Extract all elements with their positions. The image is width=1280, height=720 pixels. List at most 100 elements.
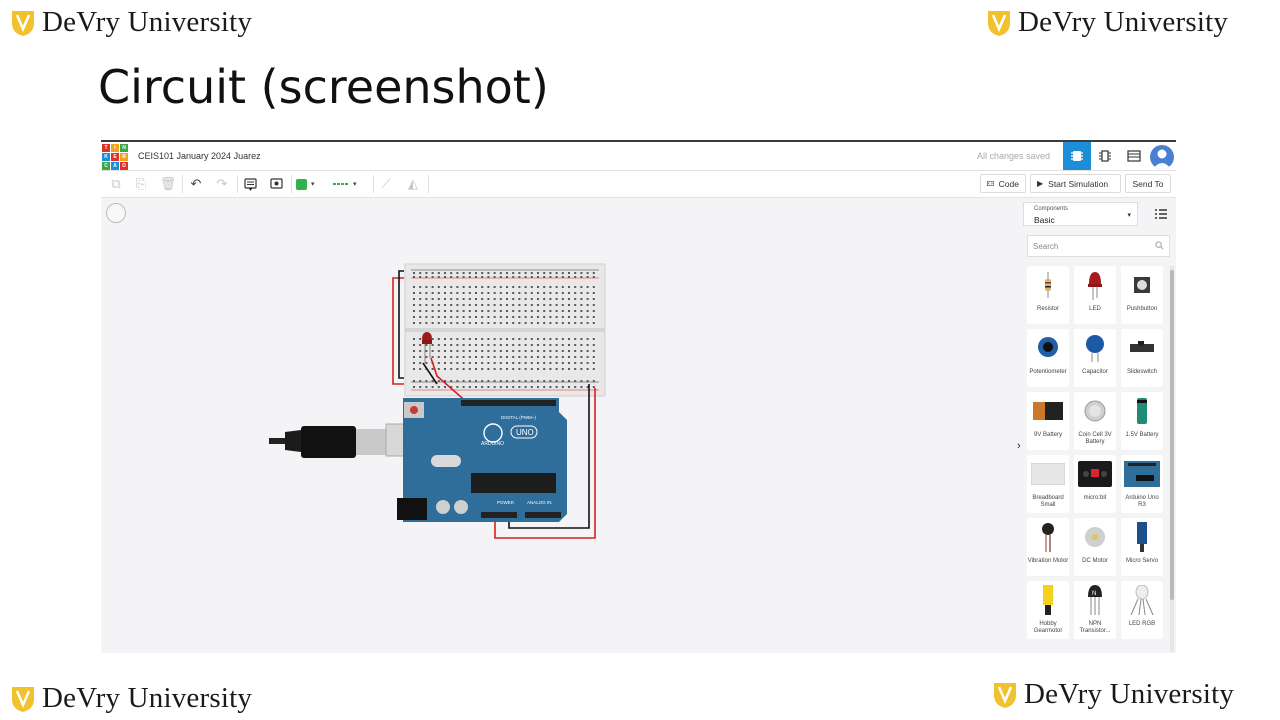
project-title[interactable]: CEIS101 January 2024 Juarez	[138, 151, 261, 161]
delete-icon[interactable]: 🗑	[159, 176, 177, 191]
collapse-panel-icon[interactable]: ›	[1017, 440, 1021, 452]
component-card[interactable]: Slideswitch	[1121, 329, 1163, 387]
component-icon	[1121, 583, 1163, 617]
undo-icon[interactable]: ↶	[190, 176, 202, 191]
component-label: Breadboard Small	[1032, 495, 1064, 508]
component-card[interactable]: Resistor	[1027, 266, 1069, 324]
component-card[interactable]: LED RGB	[1121, 581, 1163, 639]
component-card[interactable]: 1.5V Battery	[1121, 392, 1163, 450]
list-view-icon[interactable]	[1154, 208, 1168, 220]
board-power-label: POWER	[497, 500, 515, 505]
devry-shield-icon	[12, 686, 34, 712]
component-card[interactable]: Hobby Gearmotor	[1027, 581, 1069, 639]
chevron-down-icon: ▾	[311, 181, 315, 188]
component-label: NPN Transistor...	[1079, 621, 1111, 634]
slide-title: Circuit (screenshot)	[98, 60, 549, 114]
search-placeholder: Search	[1033, 242, 1059, 251]
component-label: Micro Servo	[1125, 558, 1158, 564]
notes-icon[interactable]	[240, 174, 260, 194]
component-icon	[1074, 520, 1116, 554]
component-icon	[1074, 394, 1116, 428]
circuit-view-button[interactable]	[1063, 142, 1091, 170]
visibility-icon[interactable]	[266, 174, 286, 194]
component-label: 1.5V Battery	[1125, 432, 1159, 438]
tinkercad-logo-letter: E	[111, 153, 119, 161]
arduino-uno-board[interactable]: ARDUINO UNO DIGITAL (PWM~) POWER ANALOG …	[397, 398, 567, 522]
component-card[interactable]: Vibration Motor	[1027, 518, 1069, 576]
components-label: Components	[1034, 206, 1069, 212]
chip-icon	[1099, 150, 1111, 162]
svg-text:N: N	[1092, 591, 1096, 597]
component-list-button[interactable]	[1120, 142, 1148, 170]
component-card[interactable]: Arduino Uno R3	[1121, 455, 1163, 513]
component-label: DC Motor	[1082, 558, 1108, 564]
component-icon	[1121, 457, 1163, 491]
fill-color-picker[interactable]: ▾	[296, 174, 328, 194]
component-card[interactable]: DC Motor	[1074, 518, 1116, 576]
search-icon	[1155, 241, 1164, 250]
breadboard[interactable]	[404, 263, 606, 397]
schematic-view-button[interactable]	[1091, 142, 1119, 170]
code-button[interactable]: Code	[980, 174, 1026, 193]
component-card[interactable]: Breadboard Small	[1027, 455, 1069, 513]
component-icon	[1074, 457, 1116, 491]
start-simulation-label: Start Simulation	[1048, 178, 1109, 189]
redo-icon[interactable]: ↷	[216, 176, 228, 191]
color-swatch	[296, 178, 307, 190]
component-icon	[1121, 394, 1163, 428]
component-label: Coin Cell 3V Battery	[1078, 432, 1112, 445]
component-card[interactable]: Capacitor	[1074, 329, 1116, 387]
component-label: Resistor	[1036, 306, 1059, 312]
devry-logo: DeVry University	[10, 682, 252, 715]
devry-logo: DeVry University	[986, 6, 1228, 39]
tinkercad-logo-letter: T	[102, 144, 110, 152]
component-card[interactable]: Micro Servo	[1121, 518, 1163, 576]
brand-name: DeVry University	[1024, 678, 1235, 710]
component-icon	[1027, 520, 1069, 554]
component-card[interactable]: N NPN Transistor...	[1074, 581, 1116, 639]
component-card[interactable]: 9V Battery	[1027, 392, 1069, 450]
devry-logo: DeVry University	[10, 6, 252, 39]
copy-icon[interactable]: ⧉	[111, 176, 121, 191]
board-digital-label: DIGITAL (PWM~)	[501, 415, 536, 420]
component-label: 9V Battery	[1033, 432, 1062, 438]
led-component[interactable]	[422, 332, 432, 363]
send-to-button[interactable]: Send To	[1125, 174, 1171, 193]
component-icon	[1074, 331, 1116, 365]
paste-icon[interactable]: ⎘	[135, 176, 147, 191]
table-icon	[1127, 150, 1141, 162]
flip-icon[interactable]: ◭	[408, 176, 418, 191]
tinkercad-logo-letter: A	[111, 162, 119, 170]
component-icon	[1027, 394, 1069, 428]
component-icon	[1121, 331, 1163, 365]
toolbar: ⧉ ⎘ 🗑 ↶ ↷ ▾ ▾ ⟋ ◭ Code ▶ Star	[101, 171, 1176, 198]
tinkercad-logo-letter: I	[111, 144, 119, 152]
component-label: Slideswitch	[1126, 369, 1157, 375]
wire-style-picker[interactable]: ▾	[333, 174, 369, 194]
component-card[interactable]: Coin Cell 3V Battery	[1074, 392, 1116, 450]
scrollbar-thumb[interactable]	[1170, 270, 1174, 600]
search-input[interactable]: Search	[1027, 235, 1170, 257]
rotate-icon[interactable]: ⟋	[381, 176, 391, 191]
component-label: Vibration Motor	[1027, 558, 1069, 564]
component-label: Pushbutton	[1126, 306, 1158, 312]
user-avatar[interactable]	[1150, 145, 1174, 169]
start-simulation-button[interactable]: ▶ Start Simulation	[1030, 174, 1121, 193]
component-label: micro:bit	[1083, 495, 1107, 501]
wire-style-icon	[333, 183, 349, 185]
send-to-label: Send To	[1132, 178, 1164, 189]
wires[interactable]	[392, 270, 596, 539]
component-card[interactable]: micro:bit	[1074, 455, 1116, 513]
code-label: Code	[998, 178, 1019, 189]
components-dropdown[interactable]: Components Basic ▾	[1023, 202, 1138, 226]
component-icon	[1027, 331, 1069, 365]
usb-cable[interactable]	[269, 423, 427, 458]
workplane-canvas[interactable]: ARDUINO UNO DIGITAL (PWM~) POWER ANALOG …	[101, 198, 1021, 653]
component-card[interactable]: Pushbutton	[1121, 266, 1163, 324]
component-card[interactable]: LED	[1074, 266, 1116, 324]
zoom-to-fit-button[interactable]	[106, 203, 126, 223]
component-card[interactable]: Potentiometer	[1027, 329, 1069, 387]
